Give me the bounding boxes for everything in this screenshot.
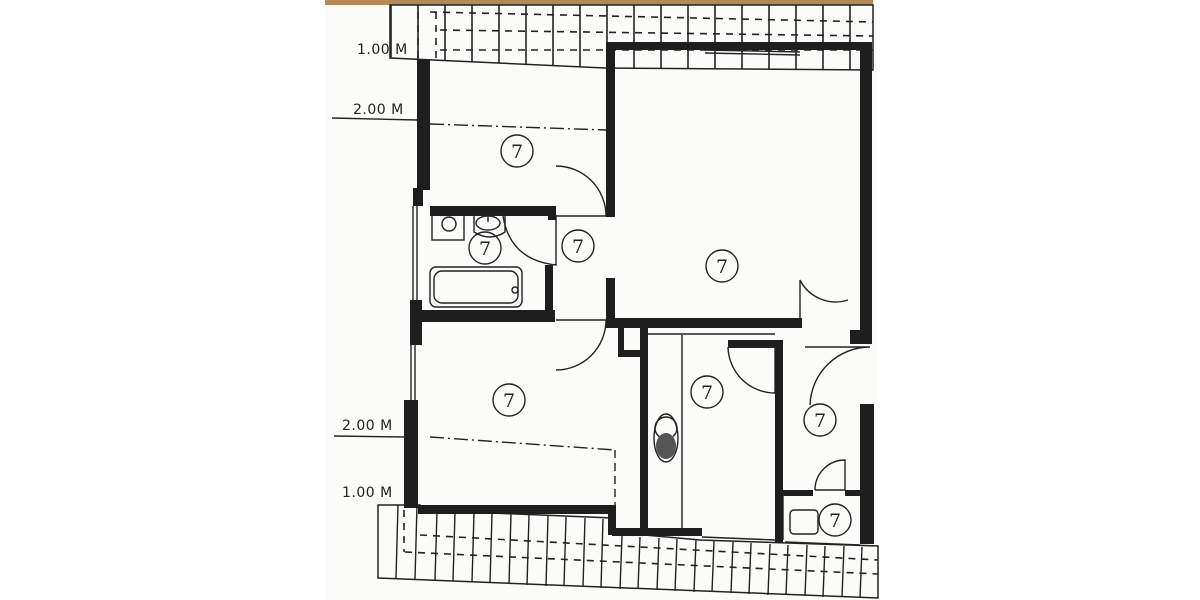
level-marker-bottom-outer: 1.00 M <box>342 485 393 501</box>
fixtures <box>331 49 871 546</box>
room-labels: 7 7 7 7 7 7 7 7 <box>479 141 841 532</box>
walls <box>404 42 874 544</box>
roof-eave-bottom <box>377 504 879 599</box>
sink-basin-hatch <box>656 433 676 459</box>
room-label: 7 <box>716 256 728 278</box>
room-label: 7 <box>479 238 491 260</box>
room-label: 7 <box>503 390 515 412</box>
room-label: 7 <box>829 510 841 532</box>
roof-eave-top <box>389 4 874 71</box>
room-markers <box>468 134 852 537</box>
level-marker-top-inner: 2.00 M <box>353 102 404 118</box>
wood-edge <box>325 0 873 5</box>
level-marker-top-outer: 1.00 M <box>357 42 408 58</box>
room-label: 7 <box>572 236 584 258</box>
room-label: 7 <box>511 141 523 163</box>
room-label: 7 <box>701 382 713 404</box>
room-label: 7 <box>814 410 826 432</box>
level-marker-bottom-inner: 2.00 M <box>342 418 393 434</box>
